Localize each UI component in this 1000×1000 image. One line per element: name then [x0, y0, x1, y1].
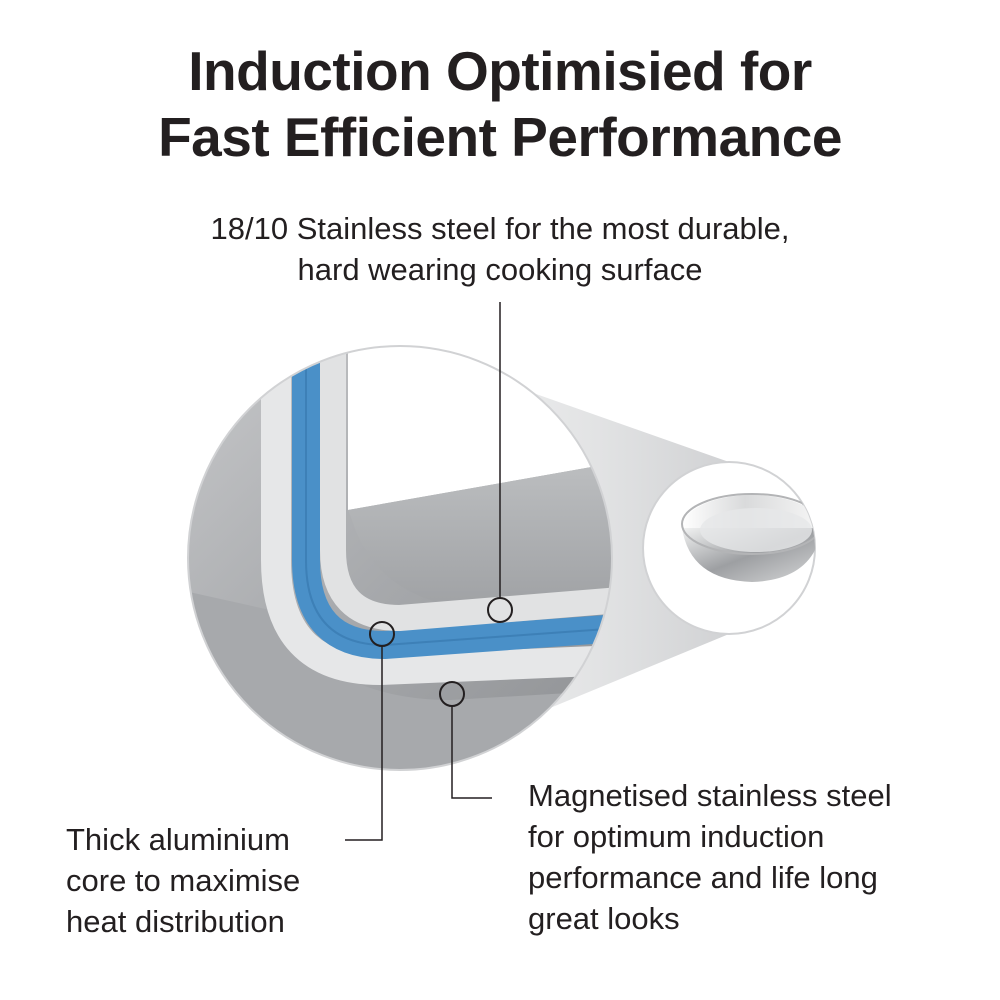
- callout-core-line-3: heat distribution: [66, 904, 285, 939]
- callout-base: Magnetised stainless steel for optimum i…: [528, 775, 892, 939]
- magnetised-steel-layer: [261, 346, 612, 686]
- callout-core-line-1: Thick aluminium: [66, 822, 290, 857]
- marker-base: [439, 681, 465, 707]
- callout-base-line-3: performance and life long: [528, 860, 878, 895]
- page-title: Induction Optimisied for Fast Efficient …: [0, 38, 1000, 170]
- marker-core: [369, 621, 395, 647]
- frying-pan-icon: [681, 493, 815, 582]
- callout-base-line-1: Magnetised stainless steel: [528, 778, 892, 813]
- zoomed-cross-section: [188, 346, 612, 770]
- callout-surface: 18/10 Stainless steel for the most durab…: [0, 208, 1000, 290]
- callout-core-line-2: core to maximise: [66, 863, 301, 898]
- leader-line-core: [345, 646, 383, 841]
- stainless-surface-layer: [320, 346, 612, 632]
- title-line-1: Induction Optimisied for: [188, 40, 812, 102]
- callout-base-line-4: great looks: [528, 901, 680, 936]
- callout-base-line-2: for optimum induction: [528, 819, 825, 854]
- leader-line-base: [451, 706, 492, 799]
- title-line-2: Fast Efficient Performance: [158, 106, 842, 168]
- callout-surface-line-1: 18/10 Stainless steel for the most durab…: [210, 211, 790, 246]
- marker-surface: [487, 597, 513, 623]
- callout-surface-line-2: hard wearing cooking surface: [297, 252, 703, 287]
- callout-core: Thick aluminium core to maximise heat di…: [66, 819, 300, 942]
